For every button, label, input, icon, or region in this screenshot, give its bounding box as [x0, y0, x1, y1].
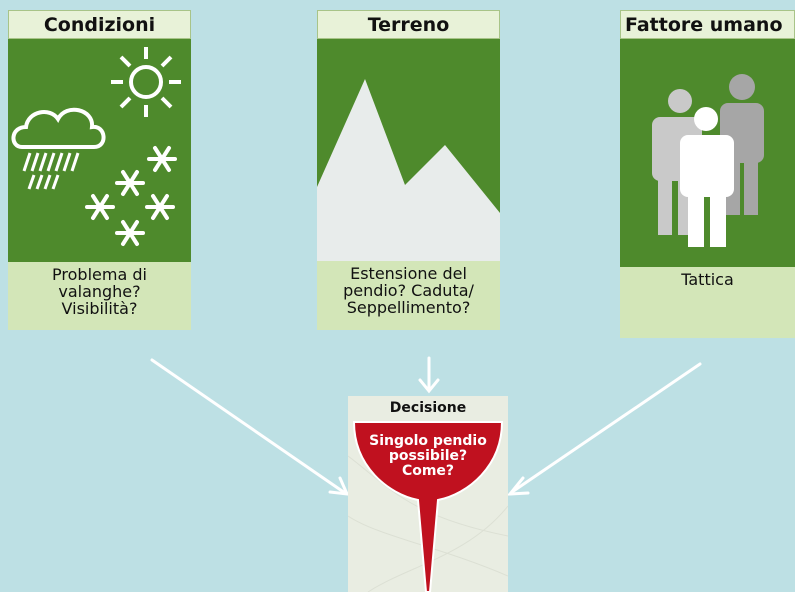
decision-box: Decisione Singolo pendio possibile? Come…: [348, 396, 508, 592]
people-icon: [620, 39, 795, 267]
arrow-right: [510, 362, 702, 494]
card-title: Fattore umano: [620, 10, 795, 39]
card-caption: Problema di valanghe? Visibilità?: [8, 262, 191, 330]
card-title: Terreno: [317, 10, 500, 39]
decision-question: Singolo pendio possibile? Come?: [369, 433, 487, 479]
mountain-icon: [317, 39, 500, 261]
arrow-left-head: [328, 476, 350, 496]
card-terrain: Terreno Estensione del pendio? Caduta/ S…: [317, 10, 500, 330]
decision-title: Decisione: [389, 400, 467, 416]
card-caption: Estensione del pendio? Caduta/ Seppellim…: [317, 261, 500, 330]
card-human-factor: Fattore umano: [620, 10, 795, 338]
card-title: Condizioni: [8, 10, 191, 39]
arrow-center-head: [418, 378, 440, 394]
arrow-right-head: [506, 476, 530, 496]
arrow-left: [150, 358, 347, 495]
card-conditions: Condizioni: [8, 10, 191, 330]
weather-icon: [8, 39, 191, 262]
funnel-shape: [352, 421, 504, 592]
card-caption: Tattica: [620, 267, 795, 338]
